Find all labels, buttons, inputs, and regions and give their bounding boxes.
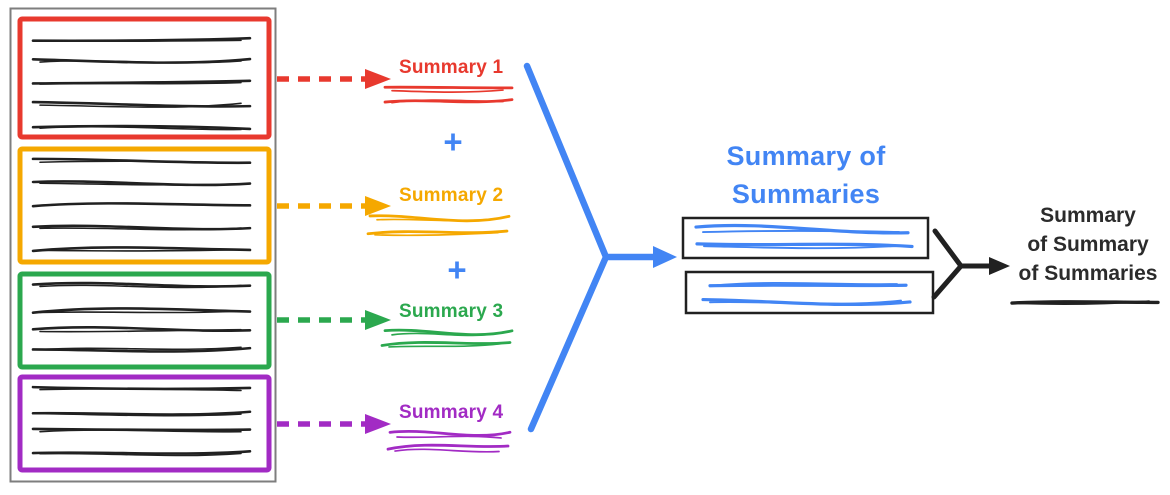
merge-arrow-blue-lines: [523, 62, 660, 433]
dashed-arrow-1-head: [365, 69, 391, 89]
scribble-stroke: [39, 182, 242, 186]
scribble-stroke: [31, 307, 252, 314]
document-box-4: [17, 374, 272, 473]
source-documents-panel: [9, 7, 277, 483]
scribble-stroke: [39, 429, 242, 433]
document-box-1: [17, 16, 272, 140]
scribble-stroke: [394, 448, 500, 453]
merge-arrow-black: [931, 228, 1010, 300]
scribble-stroke: [396, 435, 502, 439]
merge-arrow-black-head: [989, 257, 1010, 275]
scribble-stroke: [39, 388, 242, 392]
dashed-arrow-3-head: [365, 310, 391, 330]
dashed-arrow-4-head: [365, 414, 391, 434]
final-summary-label-line2: of Summary: [1027, 233, 1149, 256]
summary-of-summaries-title: Summary of Summaries: [680, 137, 932, 213]
scribble-stroke: [39, 60, 242, 64]
scribble-stroke: [31, 410, 252, 416]
document-box-3: [17, 271, 272, 370]
scribble-stroke: [39, 202, 242, 207]
scribble-stroke: [1017, 300, 1151, 305]
dashed-arrow-1: [277, 69, 391, 89]
dashed-arrow-4: [277, 414, 391, 434]
scribble-stroke: [716, 281, 898, 287]
scribble-stroke: [39, 284, 242, 289]
scribble-stroke: [39, 81, 242, 85]
scribble-stroke: [39, 39, 242, 43]
summary-3-label: Summary 3: [399, 301, 504, 322]
dashed-arrow-3: [277, 310, 391, 330]
scribble-stroke: [31, 427, 252, 432]
scribble-stroke: [31, 100, 252, 108]
scribble-stroke: [703, 244, 904, 250]
scribble-stroke: [388, 429, 512, 437]
dashed-arrow-2: [277, 196, 391, 216]
scribble-stroke: [39, 412, 242, 417]
document-box-2: [17, 146, 272, 265]
scribble-stroke: [31, 450, 252, 455]
plus-sign-1: +: [443, 123, 463, 160]
scribble-stroke: [374, 231, 499, 237]
summary-2-label: Summary 2: [399, 185, 504, 206]
scribble-stroke: [39, 227, 242, 231]
scribble-stroke: [702, 229, 900, 234]
merge-arrow-blue-head: [653, 246, 677, 268]
scribble-stroke: [39, 328, 242, 333]
scribble-stroke: [388, 342, 502, 348]
summaries-box-1: [681, 216, 930, 260]
scribble-stroke: [694, 223, 910, 235]
scribble-stroke: [39, 102, 242, 108]
scribble-lines-layer: [31, 36, 1160, 457]
scribble-stroke: [709, 299, 902, 305]
merge-arrow-black-lines: [931, 228, 994, 300]
final-summary-label-line1: Summary: [1040, 204, 1136, 227]
scribble-stroke: [39, 346, 242, 351]
final-summary-label-line3: of Summaries: [1018, 262, 1158, 285]
scribble-stroke: [39, 125, 242, 131]
scribble-stroke: [380, 341, 512, 347]
scribble-stroke: [39, 310, 242, 314]
final-summary-label: Summary of Summary of Summaries: [1008, 201, 1168, 288]
summary-1-label: Summary 1: [399, 57, 504, 78]
scribble-stroke: [391, 331, 504, 337]
scribble-stroke: [39, 248, 242, 252]
scribble-stroke: [391, 89, 504, 93]
summary-of-summaries-title-line1: Summary of: [726, 141, 886, 171]
plus-sign-2: +: [447, 251, 467, 288]
scribble-stroke: [708, 283, 908, 288]
summary-of-summaries-title-line2: Summaries: [731, 179, 881, 209]
summaries-box-2: [684, 270, 935, 315]
dashed-arrow-2-head: [365, 196, 391, 216]
scribble-stroke: [383, 85, 514, 90]
scribble-stroke: [39, 452, 242, 457]
scribble-stroke: [386, 443, 510, 451]
scribble-stroke: [31, 325, 252, 333]
scribble-stroke: [376, 217, 501, 222]
scribble-stroke: [695, 242, 914, 249]
merge-arrow-blue: [523, 62, 677, 433]
scribble-stroke: [31, 346, 252, 353]
scribble-stroke: [391, 99, 504, 104]
scribble-stroke: [39, 160, 242, 164]
summary-4-label: Summary 4: [399, 402, 504, 423]
